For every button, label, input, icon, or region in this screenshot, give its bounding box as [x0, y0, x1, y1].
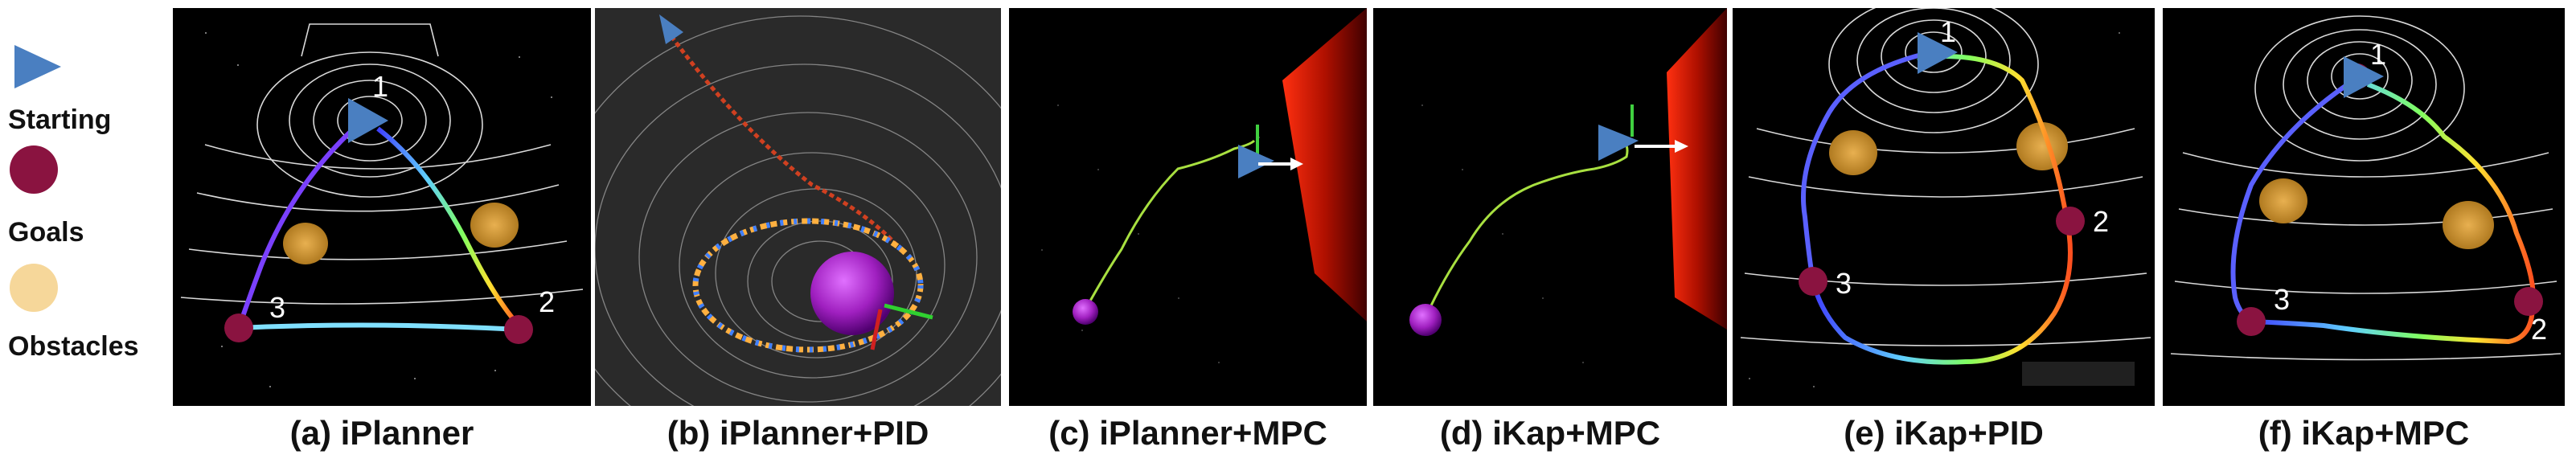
caption-a: (a) iPlanner — [289, 414, 474, 452]
trajectory-path — [1084, 139, 1256, 310]
goal-marker — [224, 313, 253, 342]
start-marker — [2344, 56, 2384, 98]
goal-label-2: 2 — [539, 285, 555, 318]
panel-b-image — [595, 8, 1001, 406]
grid-points — [1421, 104, 1624, 363]
trajectory-path — [376, 126, 521, 327]
start-marker — [1238, 145, 1274, 178]
caption-c: (c) iPlanner+MPC — [1048, 414, 1327, 452]
trajectory-loop — [692, 218, 924, 353]
goal-label-3: 3 — [2274, 283, 2290, 316]
panel-e-image: 1 2 3 — [1733, 8, 2155, 406]
obstacle-marker — [2443, 201, 2494, 249]
trajectory-path — [1811, 54, 2073, 365]
legend: Starting Goals Obstacles — [0, 0, 169, 467]
legend-starting-label: Starting — [8, 104, 112, 135]
goal-label-1: 1 — [2370, 38, 2386, 71]
obstacle-wall — [1282, 8, 1367, 322]
trajectory-path — [2230, 82, 2349, 324]
obstacle-circle-icon — [10, 264, 58, 312]
goal-marker — [2056, 207, 2085, 236]
grid-points — [1041, 104, 1260, 363]
axis-x — [884, 303, 933, 320]
point-cloud — [205, 32, 552, 387]
start-marker — [659, 14, 683, 44]
goal-label-3: 3 — [269, 291, 285, 324]
start-marker — [1918, 32, 1958, 74]
goal-marker — [1799, 267, 1827, 296]
caption-f: (f) iKap+MPC — [2258, 414, 2470, 452]
contour-lines — [2170, 15, 2562, 361]
goal-label-2: 2 — [2531, 313, 2547, 346]
goal-sphere — [810, 252, 894, 335]
panel-c-image — [1009, 8, 1367, 406]
trajectory-path — [1424, 135, 1629, 318]
caption-b: (b) iPlanner+PID — [667, 414, 929, 452]
panel-a-image: 1 2 3 — [173, 8, 591, 406]
obstacle-marker — [2259, 178, 2307, 223]
goal-marker — [2514, 287, 2543, 316]
goal-label-3: 3 — [1836, 267, 1852, 300]
trajectory-path — [669, 35, 902, 251]
goal-marker — [504, 315, 533, 344]
caption-d: (d) iKap+MPC — [1439, 414, 1661, 452]
start-marker — [1598, 125, 1639, 161]
point-cloud — [1749, 32, 2135, 387]
trajectory-path — [238, 322, 519, 332]
starting-triangle-icon — [14, 45, 61, 88]
goal-circle-icon — [10, 145, 58, 194]
caption-e: (e) iKap+PID — [1844, 414, 2044, 452]
goal-sphere — [1073, 299, 1098, 325]
panel-d-image — [1373, 8, 1727, 406]
panel-f-image: 1 2 3 — [2163, 8, 2565, 406]
obstacle-marker — [1829, 130, 1877, 175]
goal-marker — [2237, 307, 2266, 336]
obstacle-marker — [470, 203, 519, 248]
goal-label-1: 1 — [372, 70, 388, 103]
heading-arrowhead — [1675, 140, 1688, 153]
obstacle-wall — [1667, 8, 1727, 330]
trajectory-path — [1801, 52, 1922, 282]
contour-lines — [180, 23, 584, 305]
start-marker — [348, 98, 388, 143]
goal-sphere — [1409, 304, 1442, 336]
heading-arrowhead — [1290, 158, 1303, 170]
goal-label-2: 2 — [2093, 205, 2109, 238]
obstacle-marker — [283, 223, 328, 264]
trajectory-path — [236, 126, 356, 329]
legend-obstacles-label: Obstacles — [8, 331, 139, 362]
legend-goals-label: Goals — [8, 217, 84, 248]
axis-y — [870, 309, 883, 350]
goal-label-1: 1 — [1940, 15, 1956, 48]
